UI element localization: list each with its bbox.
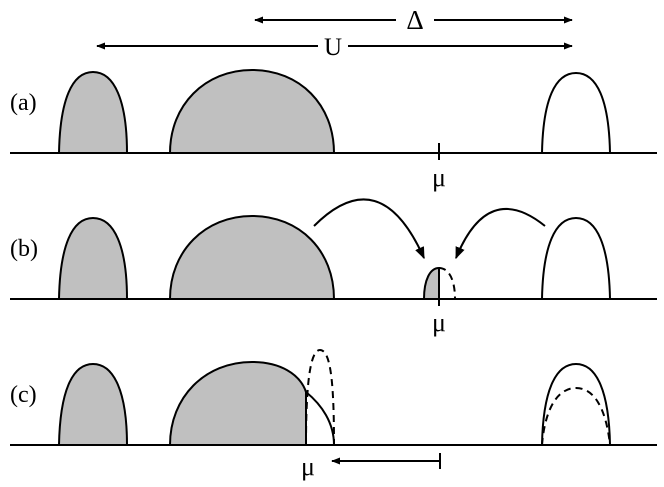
panel-c-dashed-peak bbox=[305, 348, 335, 446]
panel-a-lower-band-large bbox=[168, 68, 336, 154]
panel-a-mu-label: μ bbox=[432, 163, 446, 192]
panel-b-lower-band-small bbox=[57, 216, 129, 300]
panel-a-label: (a) bbox=[10, 90, 37, 116]
panel-a: (a) μ bbox=[10, 68, 657, 192]
panel-b-lower-band-large bbox=[168, 214, 336, 300]
panel-b-upper-band bbox=[541, 216, 611, 300]
panel-b-transfer-arrow-left bbox=[313, 198, 425, 260]
panel-c-lower-band-large-filled bbox=[168, 360, 307, 446]
delta-label: Δ bbox=[406, 5, 423, 35]
panel-c-upper-band-reduced bbox=[541, 386, 611, 446]
panel-b: (b) μ bbox=[10, 198, 657, 337]
panel-c-upper-band bbox=[541, 362, 611, 446]
panel-b-qp-peak-filled bbox=[422, 266, 440, 300]
panel-b-label: (b) bbox=[10, 236, 38, 262]
panel-c: (c) μ bbox=[10, 348, 657, 481]
panel-c-lower-band-large-edge bbox=[305, 391, 335, 446]
panel-c-mu-label: μ bbox=[301, 452, 315, 481]
panel-c-label: (c) bbox=[10, 382, 37, 408]
panel-c-lower-band-small bbox=[57, 362, 129, 446]
panel-a-upper-band bbox=[541, 71, 611, 154]
panel-b-mu-label: μ bbox=[432, 308, 446, 337]
panel-b-qp-peak-empty bbox=[438, 267, 456, 300]
u-label: U bbox=[324, 34, 342, 61]
panel-a-lower-band-small bbox=[57, 70, 129, 154]
panel-b-transfer-arrow-right bbox=[455, 208, 546, 260]
